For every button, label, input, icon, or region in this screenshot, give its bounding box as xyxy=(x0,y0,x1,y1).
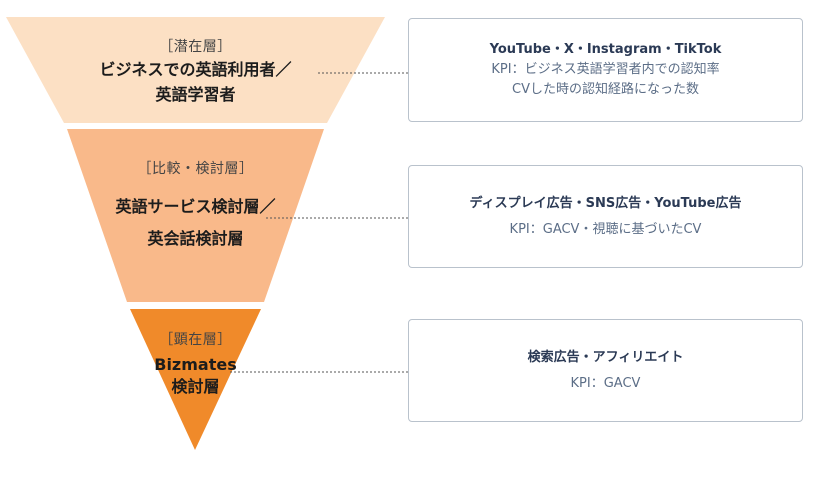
card-kpi-line: KPI：ビジネス英語学習者内での認知率 xyxy=(491,62,720,77)
tier-title-line: 検討層 xyxy=(171,377,220,396)
channel-card-consideration: ディスプレイ広告・SNS広告・YouTube広告 KPI：GACV・視聴に基づい… xyxy=(408,165,803,268)
tier-title-line: Bizmates xyxy=(154,355,237,374)
card-kpi-line: CVした時の認知経路になった数 xyxy=(512,82,699,97)
channel-card-apparent: 検索広告・アフィリエイト KPI：GACV xyxy=(408,319,803,422)
tier-shape-latent xyxy=(6,17,385,123)
tier-shape-consideration xyxy=(67,129,324,302)
tier-title-line: 英会話検討層 xyxy=(147,229,244,248)
tier-tag: ［比較・検討層］ xyxy=(137,161,254,177)
card-kpi-line: KPI：GACV・視聴に基づいたCV xyxy=(509,221,702,237)
tier-title-line: 英語サービス検討層／ xyxy=(115,197,276,216)
card-title: 検索広告・アフィリエイト xyxy=(527,349,684,365)
tier-label-latent: ［潜在層］ ビジネスでの英語利用者／ 英語学習者 xyxy=(40,37,351,107)
card-title: YouTube・X・Instagram・TikTok xyxy=(489,42,722,57)
tier-label-apparent: ［顕在層］ Bizmates 検討層 xyxy=(110,330,281,398)
tier-title-line: ビジネスでの英語利用者／ xyxy=(99,60,292,79)
tier-title-line: 英語学習者 xyxy=(155,85,236,104)
tier-label-consideration: ［比較・検討層］ 英語サービス検討層／ 英会話検討層 xyxy=(50,159,341,255)
tier-shape-apparent xyxy=(130,309,261,450)
tier-tag: ［顕在層］ xyxy=(159,332,232,348)
card-title: ディスプレイ広告・SNS広告・YouTube広告 xyxy=(469,195,742,211)
tier-tag: ［潜在層］ xyxy=(159,39,232,55)
card-kpi-line: KPI：GACV xyxy=(570,375,641,391)
channel-card-latent: YouTube・X・Instagram・TikTok KPI：ビジネス英語学習者… xyxy=(408,18,803,122)
